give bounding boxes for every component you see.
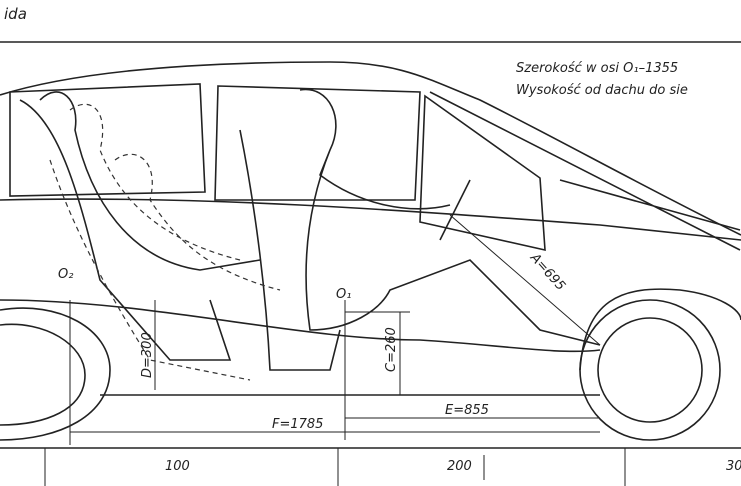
driver-figure <box>299 88 601 346</box>
label-o1: O₁ <box>336 287 351 302</box>
scale-tick-200: 200 <box>447 459 472 474</box>
floor-line <box>0 299 601 353</box>
scale-tick-100: 100 <box>165 459 190 474</box>
note-width: Szerokość w osi O₁–1355 <box>516 61 678 76</box>
alt-passenger-1 <box>69 103 241 261</box>
windshield-window <box>419 94 546 252</box>
front-door-window <box>214 85 421 201</box>
rear-wheel <box>0 307 111 441</box>
alt-passenger-2 <box>114 153 281 291</box>
note-height: Wysokość od dachu do sie <box>516 83 688 98</box>
dim-a-line <box>449 214 601 346</box>
scale-tick-300: 30 <box>726 459 741 474</box>
dim-c-label: C=260 <box>384 327 399 372</box>
dim-f-label: F=1785 <box>272 417 323 432</box>
header-title: ida <box>4 5 27 23</box>
dim-d-label: D=300 <box>140 332 155 378</box>
windshield <box>429 91 741 251</box>
window-frame <box>9 83 206 197</box>
belt-line <box>0 198 741 241</box>
front-wheel <box>579 288 741 441</box>
scale-ticks <box>44 448 626 486</box>
rear-passenger <box>39 91 261 271</box>
front-seat <box>239 129 341 371</box>
dim-e-label: E=855 <box>445 403 489 418</box>
roof-line <box>0 61 741 236</box>
rear-seat <box>19 99 232 361</box>
label-o2: O₂ <box>58 267 73 282</box>
